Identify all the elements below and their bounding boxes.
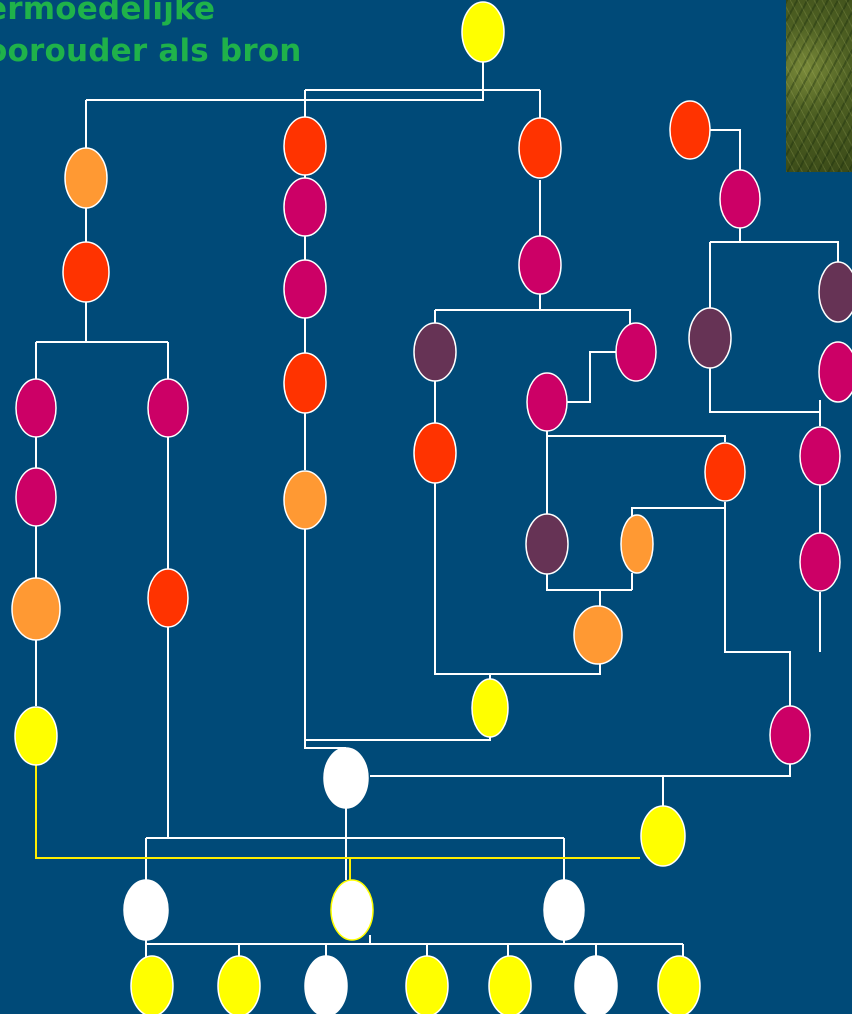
pedigree-node-magenta (284, 260, 326, 318)
pedigree-line (663, 762, 790, 806)
pedigree-node-yellow (406, 956, 448, 1014)
pedigree-node-yellow (462, 2, 504, 62)
pedigree-node-yellow (218, 956, 260, 1014)
pedigree-node-orange (12, 578, 60, 640)
pedigree-node-magenta (800, 427, 840, 485)
pedigree-node-magenta (819, 342, 852, 402)
pedigree-node-magenta (720, 170, 760, 228)
pedigree-node-magenta (616, 323, 656, 381)
pedigree-node-red-orange (670, 101, 710, 159)
pedigree-node-red-orange (284, 117, 326, 175)
pedigree-node-white (331, 880, 373, 940)
pedigree-node-magenta (800, 533, 840, 591)
pedigree-line (565, 352, 617, 402)
pedigree-line (305, 740, 346, 748)
pedigree-node-red-orange (63, 242, 109, 302)
pedigree-node-red-orange (705, 443, 745, 501)
pedigree-line (547, 428, 725, 442)
pedigree-node-magenta (284, 178, 326, 236)
pedigree-node-red-orange (148, 569, 188, 627)
pedigree-node-red-orange (519, 118, 561, 178)
pedigree-node-white (575, 956, 617, 1014)
pedigree-node-magenta (16, 379, 56, 437)
pedigree-node-yellow (658, 956, 700, 1014)
pedigree-node-white (305, 956, 347, 1014)
pedigree-node-orange (574, 606, 622, 664)
pedigree-line (632, 502, 725, 516)
pedigree-node-orange (65, 148, 107, 208)
pedigree-node-plum (526, 514, 568, 574)
pedigree-line (435, 482, 490, 680)
pedigree-node-plum (414, 323, 456, 381)
pedigree-line (490, 664, 600, 674)
pedigree-node-orange (284, 471, 326, 529)
pedigree-node-magenta (519, 236, 561, 294)
pedigree-node-magenta (16, 468, 56, 526)
pedigree-node-yellow (641, 806, 685, 866)
pedigree-node-yellow (472, 679, 508, 737)
pedigree-line (710, 368, 820, 412)
pedigree-line (740, 228, 838, 262)
pedigree-node-magenta (770, 706, 810, 764)
pedigree-node-plum (819, 262, 852, 322)
pedigree-node-red-orange (284, 353, 326, 413)
pedigree-node-magenta (148, 379, 188, 437)
pedigree-node-white (124, 880, 168, 940)
pedigree-node-plum (689, 308, 731, 368)
pedigree-node-yellow (15, 707, 57, 765)
pedigree-node-white (324, 748, 368, 808)
pedigree-node-orange (621, 515, 653, 573)
pedigree-line (86, 60, 483, 100)
pedigree-node-white (544, 880, 584, 940)
pedigree-node-magenta (527, 373, 567, 431)
pedigree-line (725, 502, 790, 706)
pedigree-line (305, 527, 490, 740)
pedigree-line (547, 574, 632, 590)
pedigree-node-yellow (489, 956, 531, 1014)
pedigree-node-yellow (131, 956, 173, 1014)
pedigree-node-red-orange (414, 423, 456, 483)
pedigree-line (435, 310, 630, 330)
